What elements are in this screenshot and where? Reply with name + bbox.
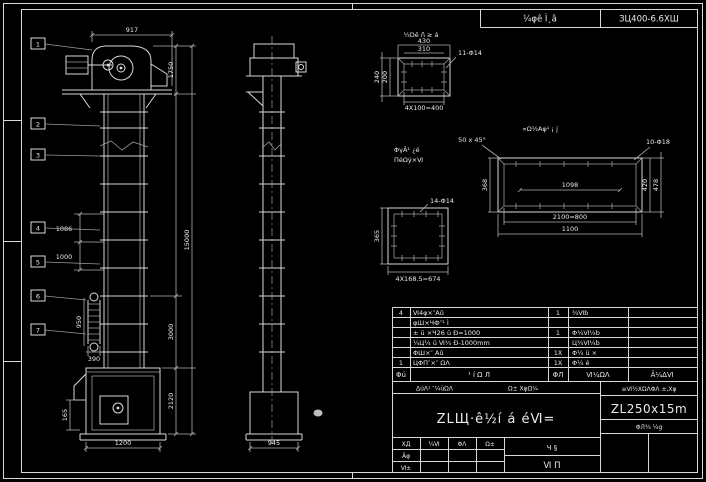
bom-header-qty: ΦЛ — [553, 371, 564, 379]
detail-b-holes-callout: 14-Φ14 — [430, 197, 454, 205]
ink-blot — [313, 409, 323, 417]
detail-c-dim-right1: 420 — [641, 179, 649, 191]
dim-front-boot-height: 2120 — [167, 393, 175, 410]
detail-c-dim-bottom2: 1100 — [562, 225, 579, 233]
detail-c-dim-right2: 478 — [652, 179, 660, 191]
dim-front-foot: 165 — [61, 409, 69, 421]
drawing-border — [3, 3, 703, 479]
bom-row-no: 4 — [399, 309, 403, 317]
titleblock-grid-r2: Âφ — [402, 453, 410, 460]
dim-front-head-height: 1750 — [167, 62, 175, 79]
detail-c-dim-inner: 1098 — [562, 181, 579, 189]
titleblock-grid-c2: ¼Ⅵ — [428, 441, 439, 448]
dim-side-base-width: 945 — [268, 439, 280, 447]
bom-row-name: ± ü ×Ч26 ü Ð=1000 — [413, 329, 480, 337]
detail-c-dim-bottom1: 2100=800 — [553, 213, 587, 221]
titleblock-sheet-count-top: Ч § — [547, 444, 558, 452]
detail-c-dim-left: 368 — [481, 179, 489, 191]
detail-note-line1: ΦγÂ¹ ¿é — [394, 145, 420, 154]
detail-c-linework — [481, 144, 664, 237]
dim-front-base-width: 1200 — [115, 439, 132, 447]
bom-row-material: ¾Ⅵb — [572, 309, 588, 317]
bom-row-qty: 1X — [554, 359, 563, 367]
balloon-5-label: 5 — [36, 259, 40, 267]
balloon-3-label: 3 — [36, 152, 40, 160]
dim-front-mid-height: 3000 — [167, 324, 175, 341]
titleblock-grid-c1: ХД — [402, 441, 411, 448]
title-block-grid — [392, 381, 698, 473]
detail-a-dim-top: 430 — [418, 37, 430, 45]
detail-a-label: ½Dê ñ ≥ á — [403, 31, 438, 39]
product-code: ZL250x15m — [611, 402, 687, 416]
item-balloons — [30, 37, 101, 336]
bom-header-remark: Â¼ΔⅥ — [651, 370, 674, 379]
detail-a-dim-left1: 200 — [381, 71, 389, 83]
titleblock-weight-note: ΦЛ¾ ¼g — [636, 424, 663, 431]
balloon-1-label: 1 — [36, 41, 40, 49]
dim-front-ladder-height: 950 — [75, 316, 83, 328]
titleblock-strip-note-right: Ω± ХφΩ¼ — [508, 386, 538, 393]
bom-row-qty: 1 — [556, 329, 560, 337]
bom-row-material: Ц¾Ⅵ¼b — [572, 339, 600, 347]
bom-row-qty: 1X — [554, 349, 563, 357]
bom-row-name: ¼Ц¼ ü Ⅵ¼ Ð-1000mm — [413, 339, 490, 347]
detail-a-dim-top2: 310 — [418, 45, 430, 53]
bom-row-name: φШ×ЧФ″¹ Ì — [413, 318, 449, 327]
detail-note-line2: ΠéΩý×Ⅵ — [394, 156, 423, 164]
detail-a-holes-callout: 11-Φ14 — [458, 49, 482, 57]
bom-header-material: Ⅵ¼ΩΛ — [586, 371, 610, 379]
dim-front-ladder-width: 390 — [88, 355, 100, 363]
titleblock-grid-c3: ΦΛ — [458, 441, 468, 448]
bom-row-name: ЦΦΠ″×″ ΩΛ — [413, 359, 450, 367]
detail-b-dim-bottom: 4X168.5=674 — [395, 275, 440, 283]
drawing-title: ZLЩ·ê½í á éⅥ= — [437, 412, 556, 427]
balloon-6-label: 6 — [36, 293, 40, 301]
titleblock-right-note: ≡Ⅵ½XΩΛΦΛ ±,Xφ — [622, 386, 677, 393]
front-view-linework — [62, 45, 172, 441]
detail-a-dim-left2: 240 — [373, 71, 381, 83]
titleblock-grid-c4: Ω± — [485, 441, 495, 448]
bom-header-name: ¹ í Ω Л — [468, 371, 490, 379]
bom-row-no: 1 — [399, 359, 403, 367]
header-band — [480, 9, 698, 28]
balloon-7-label: 7 — [36, 327, 40, 335]
parts-table-grid — [392, 307, 698, 473]
detail-b-dim-left: 365 — [373, 230, 381, 242]
titleblock-grid-r3: Ⅵ± — [401, 465, 412, 472]
detail-c-label: ∝Ω½Aφ¹ ¡ j — [522, 125, 558, 133]
side-view-linework — [245, 36, 323, 452]
bom-header-no: Φú — [396, 371, 406, 379]
balloon-2-label: 2 — [36, 121, 40, 129]
bom-row-name: ΦШ×″ Aû — [413, 349, 444, 357]
header-model-value: ЗЦ400-6.6ХШ — [619, 15, 679, 25]
detail-c-holes-callout: 10-Φ18 — [646, 138, 670, 146]
dim-front-total-height: 15000 — [183, 230, 191, 251]
detail-a-linework — [380, 44, 457, 105]
front-view-dimensions — [66, 31, 196, 452]
detail-b-linework — [380, 203, 449, 275]
detail-c-chamfer-callout: 50 x 45° — [458, 136, 486, 144]
titleblock-sheet-count-bottom: Ⅵ Π — [544, 461, 561, 471]
dim-front-top-width: 917 — [126, 26, 138, 34]
header-model-label: ¼φê Ì¸â — [523, 13, 557, 25]
balloon-4-label: 4 — [36, 225, 40, 233]
bom-row-material: Φ¾Ⅵ¼b — [572, 329, 600, 337]
detail-a-dim-bottom: 4X100=400 — [405, 104, 444, 112]
dim-front-left-1000: 1000 — [56, 253, 73, 261]
bom-row-qty: 1 — [556, 309, 560, 317]
titleblock-strip-note-left: ΔúΛ¹ ″¼üΩΛ — [416, 386, 454, 393]
bom-row-material: Φ¼ é — [572, 359, 589, 367]
bom-row-material: Φ¼ ü × — [572, 349, 597, 357]
bom-row-name: Ⅵ4φ×″Aû — [413, 309, 444, 317]
